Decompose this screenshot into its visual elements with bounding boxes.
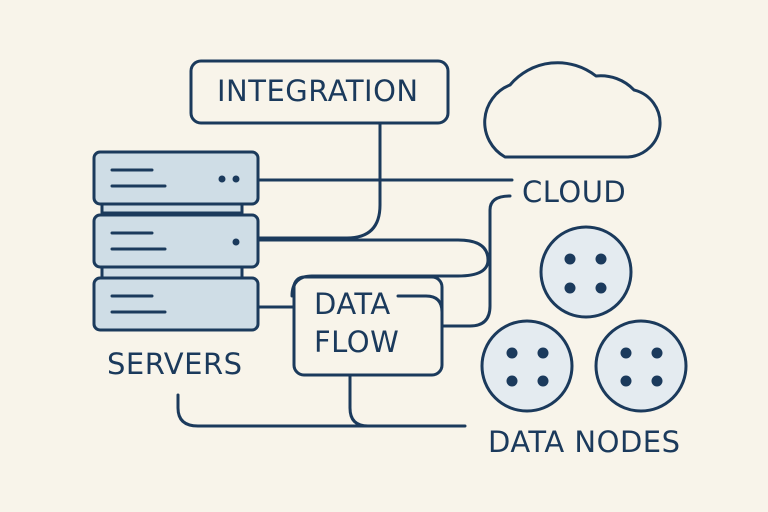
- cloud-label: CLOUD: [522, 175, 627, 209]
- connector-integration-to-server: [256, 122, 382, 240]
- connector-servers-to-nodes: [176, 393, 467, 428]
- server-rack-icon: [92, 150, 260, 332]
- data-flow-box: [292, 275, 444, 377]
- integration-box: [189, 59, 450, 125]
- connector-flow-to-cloud: [440, 194, 512, 328]
- data-node-icon-top: [539, 225, 633, 319]
- integration-label: INTEGRATION: [217, 74, 419, 108]
- servers-label: SERVERS: [107, 347, 243, 381]
- data-node-icon-left: [480, 319, 574, 413]
- data-flow-label-line1: DATA: [314, 287, 391, 321]
- connector-flow-inner-hook: [396, 294, 444, 328]
- data-nodes-label: DATA NODES: [488, 425, 681, 459]
- connector-flow-to-nodes: [348, 373, 370, 428]
- data-flow-label-line2: FLOW: [314, 325, 400, 359]
- data-node-icon-right: [594, 319, 688, 413]
- cloud-icon: [483, 61, 662, 159]
